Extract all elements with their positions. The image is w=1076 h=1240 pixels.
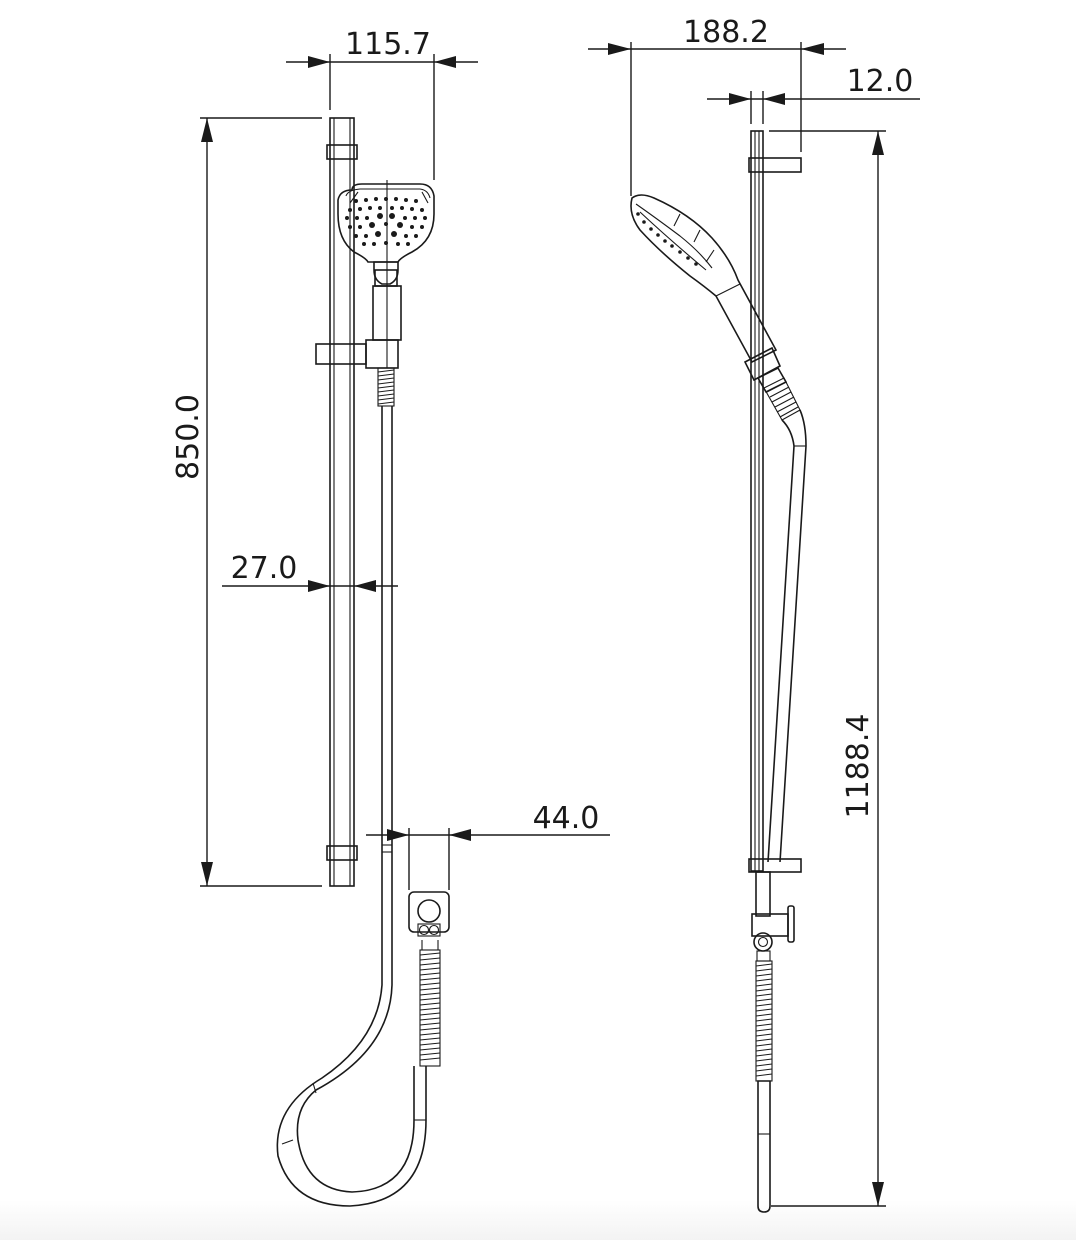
- dimension-label-rail-length: 850.0: [171, 394, 206, 480]
- side-view: 188.2 12.0 1188.4: [588, 15, 920, 1213]
- slider-bracket: [315, 339, 399, 369]
- dimension-rail-length: 850.0: [171, 117, 322, 887]
- wall-outlet-side: [751, 871, 795, 1213]
- slide-rail-side: [748, 130, 802, 873]
- dimension-label-rail-depth: 12.0: [847, 64, 914, 99]
- hose-ribs: [419, 952, 441, 1061]
- nozzle-pattern-side: [636, 212, 698, 266]
- dimension-rail-width: 27.0: [222, 551, 398, 592]
- hose-front: [276, 367, 441, 1207]
- slide-rail: [326, 117, 358, 887]
- dimension-total-height: 1188.4: [769, 130, 886, 1207]
- nozzle-pattern: [345, 197, 427, 246]
- hand-shower-side: [630, 194, 807, 863]
- dimension-label-rail-width: 27.0: [231, 551, 298, 586]
- front-view: 115.7 850.0 27.0 44.0: [171, 27, 610, 1207]
- dimension-label-total-height: 1188.4: [841, 714, 876, 819]
- dimension-head-projection: 188.2: [588, 15, 846, 196]
- dimension-label-head-projection: 188.2: [683, 15, 769, 50]
- wall-outlet: [408, 891, 450, 937]
- hand-shower-head: [337, 180, 435, 368]
- dimension-label-outlet-width: 44.0: [533, 801, 600, 836]
- dimension-head-width: 115.7: [286, 27, 478, 180]
- dimension-label-head-width: 115.7: [345, 27, 431, 62]
- dimension-outlet-width: 44.0: [366, 801, 610, 890]
- dimension-rail-depth: 12.0: [707, 64, 920, 124]
